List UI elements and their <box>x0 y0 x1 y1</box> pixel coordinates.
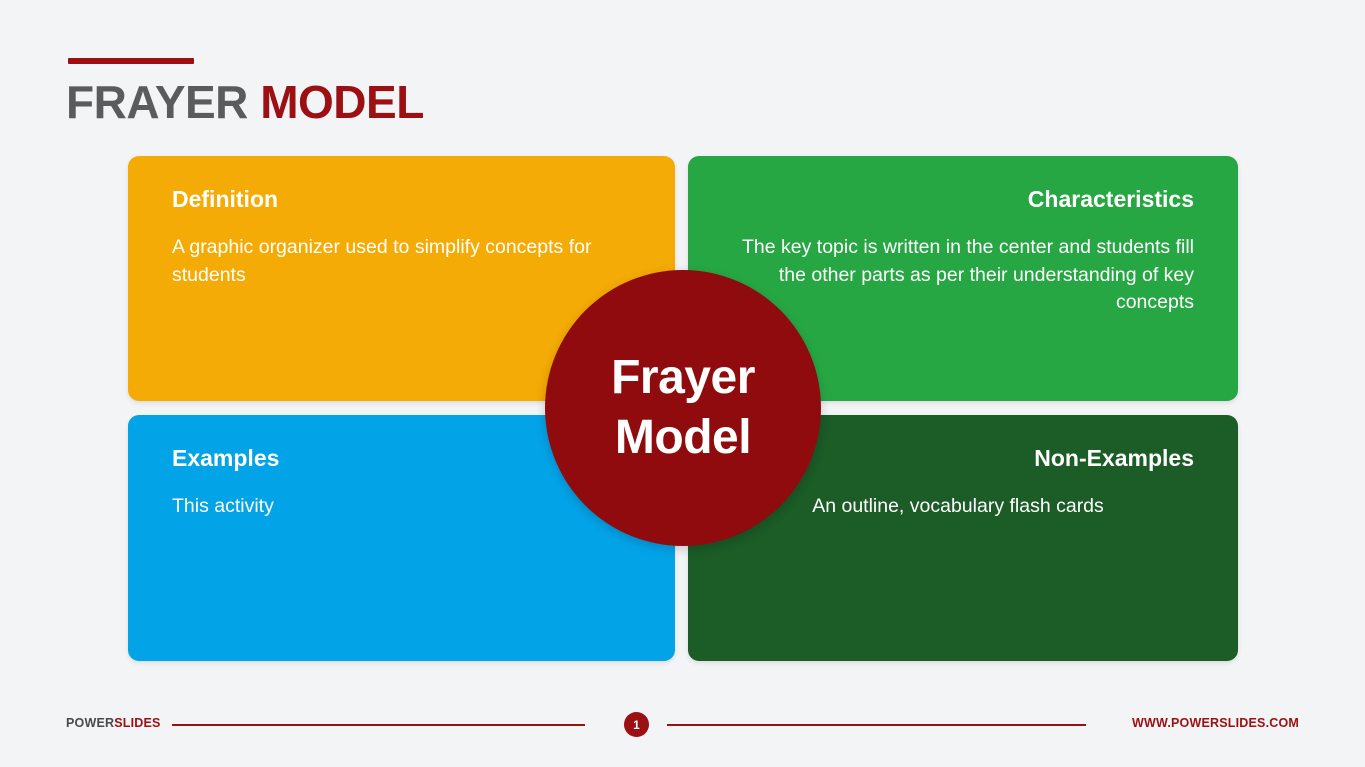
quadrant-definition-title: Definition <box>172 186 279 212</box>
center-concept-circle[interactable]: Frayer Model <box>545 270 821 546</box>
quadrant-non-examples-title: Non-Examples <box>1034 445 1194 471</box>
quadrant-definition-body: A graphic organizer used to simplify con… <box>172 236 592 286</box>
website-url[interactable]: WWW.POWERSLIDES.COM <box>1132 716 1299 730</box>
quadrant-characteristics-body: The key topic is written in the center a… <box>742 236 1194 313</box>
quadrant-non-examples-body: An outline, vocabulary flash cards <box>812 495 1104 517</box>
title-accent-rule <box>68 58 194 64</box>
quadrant-examples-title: Examples <box>172 445 280 471</box>
center-circle-line-1: Frayer <box>611 351 755 404</box>
footer-divider-left <box>172 724 585 726</box>
quadrant-characteristics-title: Characteristics <box>1027 186 1194 212</box>
center-circle-line-2: Model <box>614 411 752 464</box>
brand-logo-part1: POWER <box>66 716 115 730</box>
footer: POWERSLIDES 1 WWW.POWERSLIDES.COM <box>0 712 1365 744</box>
page-number-badge: 1 <box>624 712 649 737</box>
page-title-primary: FRAYER <box>66 76 261 128</box>
quadrant-definition[interactable]: Definition A graphic organizer used to s… <box>128 156 675 401</box>
brand-logo: POWERSLIDES <box>66 716 161 730</box>
quadrant-examples-body: This activity <box>172 495 274 517</box>
brand-logo-part2: SLIDES <box>114 716 161 730</box>
page-title: FRAYER MODEL <box>66 74 424 130</box>
footer-divider-right <box>667 724 1086 726</box>
page-title-accent: MODEL <box>260 76 424 128</box>
